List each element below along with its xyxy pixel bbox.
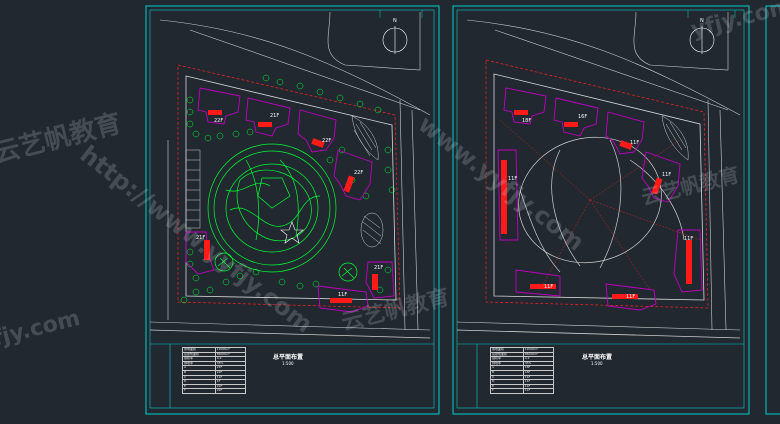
sheet-title-left: 总平面布置 — [273, 354, 304, 361]
floor-label: 11F — [544, 284, 554, 290]
left-sheet — [145, 5, 440, 415]
floor-label: 22F — [354, 170, 364, 176]
north-label-left: N — [393, 18, 397, 24]
floor-label: 21F — [196, 235, 206, 241]
table-cell: F — [182, 388, 216, 394]
floor-label: 22F — [322, 138, 332, 144]
floor-label: 11F — [630, 140, 640, 146]
floor-label: 21F — [270, 113, 280, 119]
floor-label: 11F — [338, 292, 348, 298]
sheet-scale-left: 1:500 — [282, 361, 294, 366]
sheet-scale-right: 1:500 — [591, 361, 603, 366]
floor-label: 11F — [626, 294, 636, 300]
floor-label: 11F — [508, 176, 518, 182]
floor-label: 21F — [374, 265, 384, 271]
floor-label: 11F — [684, 236, 694, 242]
north-label-right: N — [700, 18, 704, 24]
floor-label: 22F — [214, 118, 224, 124]
floor-label: 11F — [662, 172, 672, 178]
floor-label: 16F — [578, 114, 588, 120]
table-cell: 22F — [214, 388, 247, 394]
floor-label: 18F — [522, 118, 532, 124]
table-cell: F — [490, 388, 524, 394]
sheet-title-right: 总平面布置 — [582, 354, 613, 361]
right-sheet — [452, 5, 750, 415]
table-cell: 11F — [522, 388, 555, 394]
third-sheet-edge — [765, 5, 780, 415]
